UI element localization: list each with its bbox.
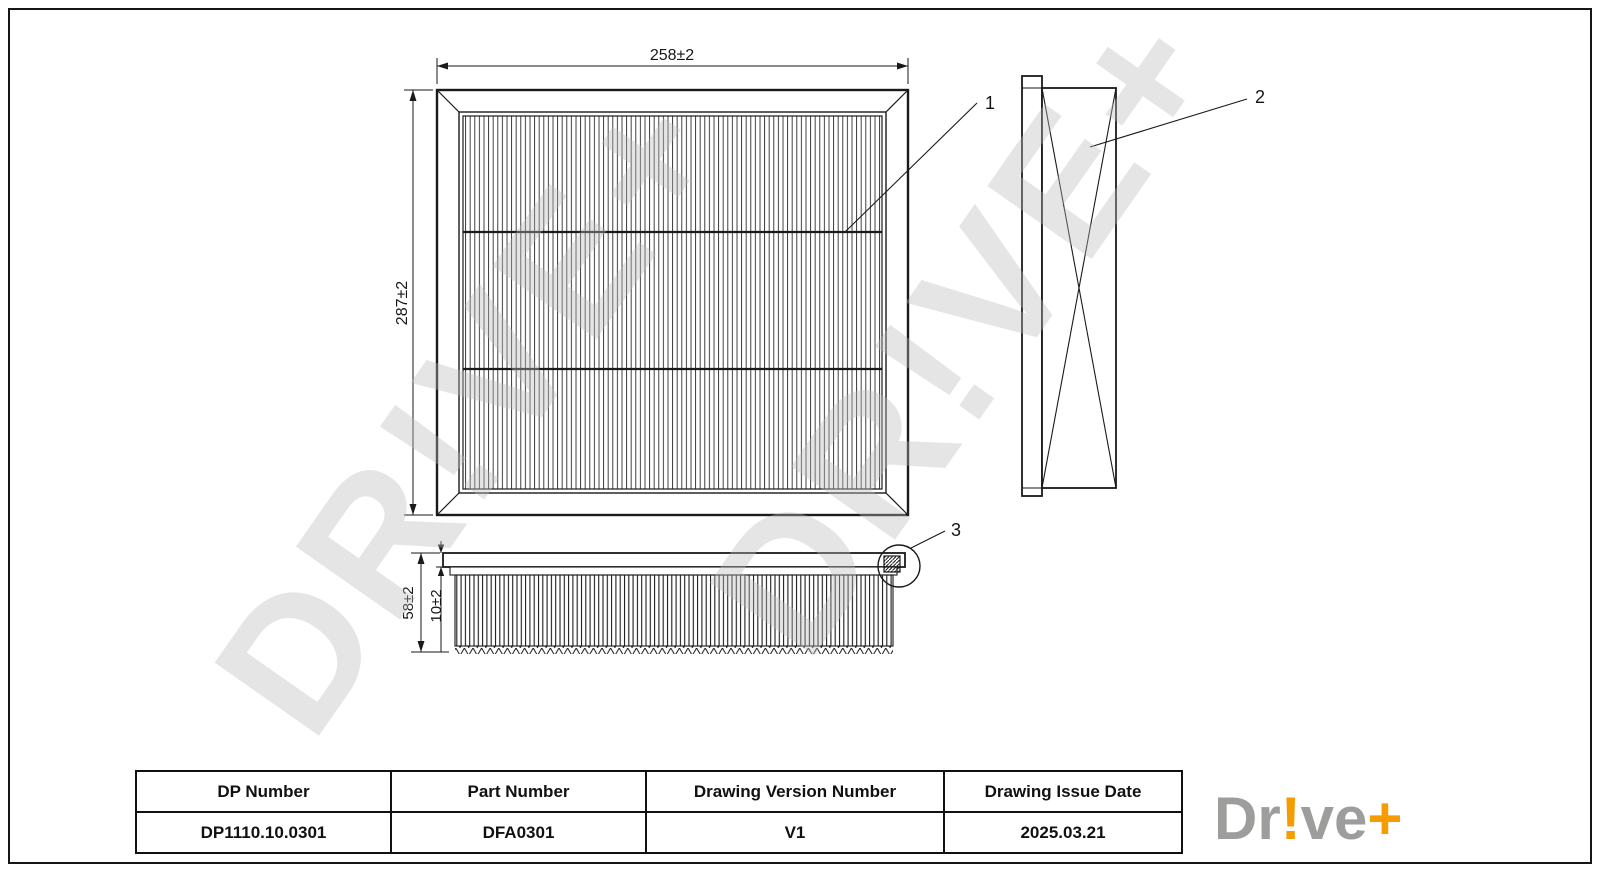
header-drawing-version-number: Drawing Version Number	[645, 770, 945, 813]
dim-height-label: 287±2	[394, 281, 411, 325]
title-block-header-row: DP Number Part Number Drawing Version Nu…	[135, 770, 1183, 813]
callout-leaders	[844, 98, 1248, 549]
profile-frame-lip	[449, 566, 898, 576]
dimension-lines	[404, 58, 909, 653]
value-drawing-version-number: V1	[645, 811, 945, 854]
filter-profile-view	[442, 552, 906, 654]
header-dp-number: DP Number	[135, 770, 392, 813]
callout-1-label: 1	[985, 93, 995, 113]
value-drawing-issue-date: 2025.03.21	[943, 811, 1183, 854]
dim-width-label: 258±2	[650, 47, 694, 64]
logo-text-ve: ve	[1300, 785, 1368, 852]
header-drawing-issue-date: Drawing Issue Date	[943, 770, 1183, 813]
filter-pleats-area	[462, 115, 883, 490]
value-dp-number: DP1110.10.0301	[135, 811, 392, 854]
profile-pleat-tips	[455, 646, 893, 654]
logo-text-dr: Dr	[1214, 785, 1281, 852]
seal-section-hatch	[883, 555, 901, 573]
filter-side-view	[1021, 75, 1117, 497]
title-block: DP Number Part Number Drawing Version Nu…	[135, 770, 1183, 854]
value-part-number: DFA0301	[390, 811, 647, 854]
filter-top-view	[435, 88, 910, 517]
logo-exclamation-icon: !	[1280, 785, 1301, 852]
profile-seal-frame	[442, 552, 906, 568]
detail-circle	[877, 544, 921, 588]
logo-plus-icon: +	[1367, 785, 1403, 852]
dim-overall-height-label: 58±2	[400, 586, 417, 619]
dim-frame-height-label: 10±2	[428, 589, 445, 622]
profile-pleats	[454, 574, 894, 647]
side-view-flange	[1021, 75, 1043, 497]
brand-logo: Dr!ve+	[1214, 784, 1402, 853]
callout-3-label: 3	[951, 520, 961, 540]
title-block-value-row: DP1110.10.0301 DFA0301 V1 2025.03.21	[135, 811, 1183, 854]
header-part-number: Part Number	[390, 770, 647, 813]
callout-2-label: 2	[1255, 87, 1265, 107]
